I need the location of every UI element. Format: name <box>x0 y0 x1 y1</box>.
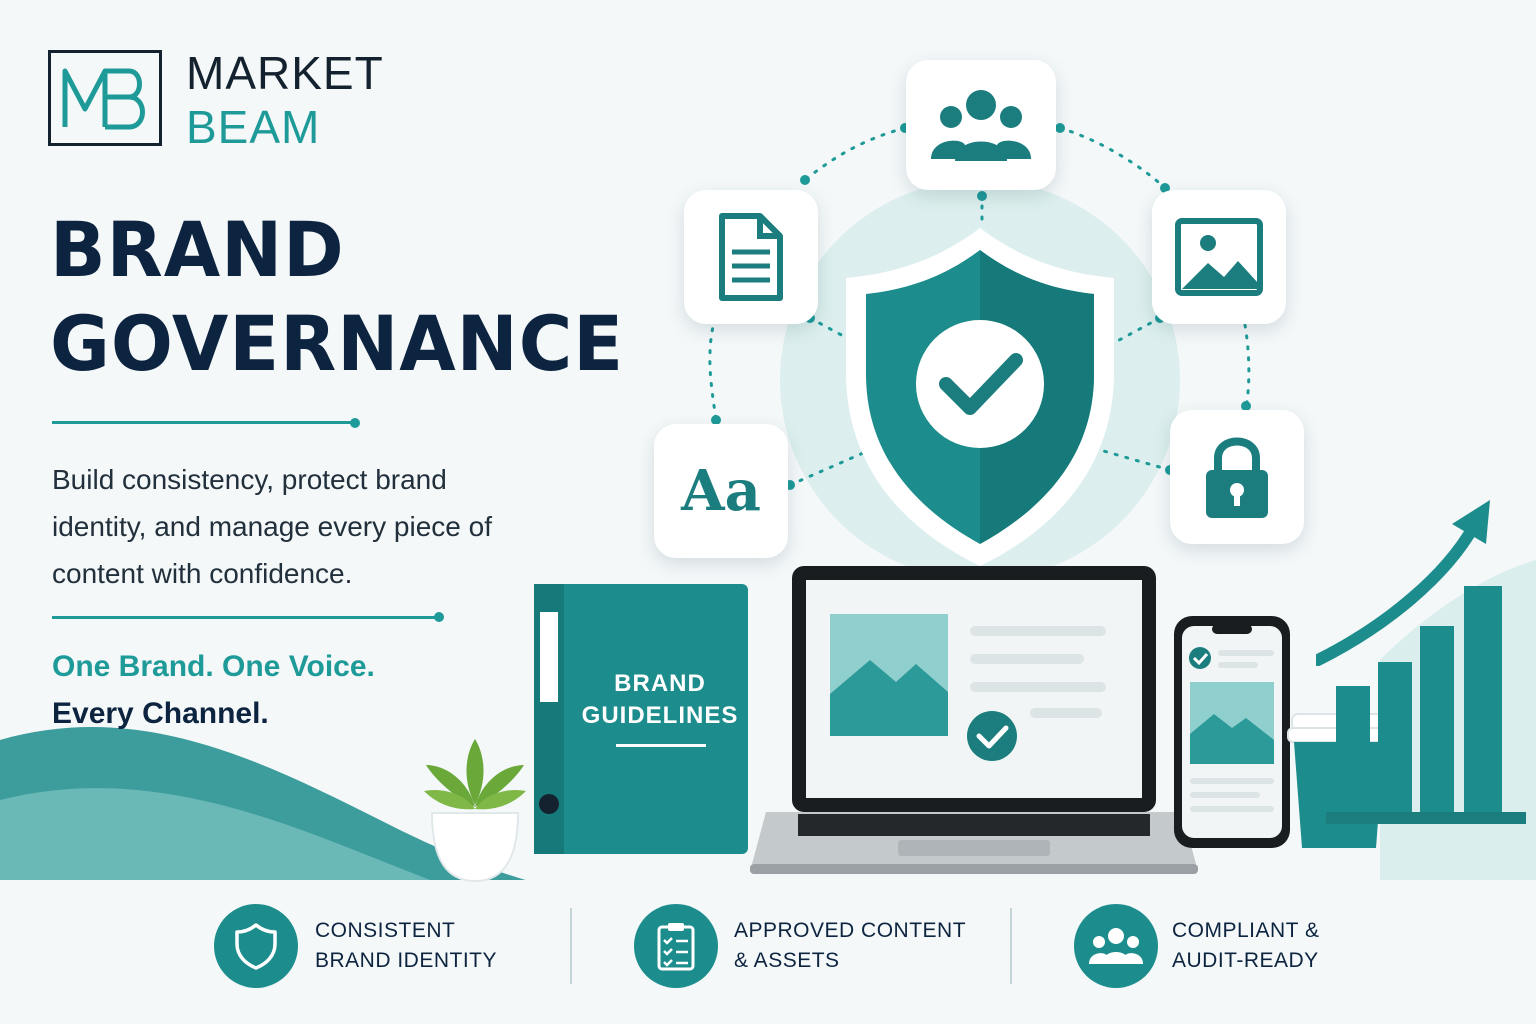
feature-1-line2: BRAND IDENTITY <box>315 949 498 972</box>
feature-text-2: APPROVED CONTENT & ASSETS <box>734 916 966 976</box>
shield-check-icon <box>846 228 1114 566</box>
binder-label-line1: BRAND <box>614 670 706 697</box>
headline-line1: BRAND <box>50 205 345 294</box>
shield-icon <box>235 923 277 970</box>
feature-2-line2: & ASSETS <box>734 949 840 972</box>
card-users <box>906 60 1056 190</box>
binder-icon <box>534 584 748 854</box>
binder-label-line2: GUIDELINES <box>581 702 739 729</box>
logo-mb-icon <box>62 68 145 130</box>
card-lock <box>1170 410 1304 544</box>
divider-bottom-dot <box>434 612 444 622</box>
feature-icon-3 <box>1074 904 1158 988</box>
feature-3-line2: AUDIT-READY <box>1172 949 1319 972</box>
phone-icon <box>1174 616 1290 848</box>
laptop-icon <box>750 566 1198 874</box>
headline-line2: GOVERNANCE <box>50 299 625 388</box>
image-icon <box>1175 218 1263 296</box>
feature-text-3: COMPLIANT & AUDIT-READY <box>1172 916 1319 976</box>
lock-icon <box>1206 437 1268 518</box>
team-icon <box>1089 928 1143 964</box>
feature-text-1: CONSISTENT BRAND IDENTITY <box>315 916 497 976</box>
feature-icon-2 <box>634 904 718 988</box>
feature-divider-2 <box>1010 908 1012 984</box>
card-typography: Aa <box>654 424 788 558</box>
description: Build consistency, protect brand identit… <box>52 464 492 589</box>
feature-3-line1: COMPLIANT & <box>1172 919 1320 942</box>
divider-top-dot <box>350 418 360 428</box>
binder-label: BRAND GUIDELINES <box>570 668 750 732</box>
users-icon <box>931 90 1031 161</box>
brand-name-line1: MARKET <box>186 47 384 99</box>
document-icon <box>719 213 783 301</box>
feature-1-line1: CONSISTENT <box>315 919 456 942</box>
card-image <box>1152 190 1286 324</box>
divider-top <box>52 421 352 424</box>
tagline-line2: Every Channel. <box>52 697 269 730</box>
clipboard-check-icon <box>657 923 695 971</box>
brand-name-line2: BEAM <box>186 101 321 153</box>
tagline-line1: One Brand. One Voice. <box>52 650 375 683</box>
typography-icon: Aa <box>681 458 761 524</box>
feature-icon-1 <box>214 904 298 988</box>
card-document <box>684 190 818 324</box>
feature-divider-1 <box>570 908 572 984</box>
feature-2-line1: APPROVED CONTENT <box>734 919 967 942</box>
divider-bottom <box>52 616 437 619</box>
growth-chart-icon <box>1316 500 1526 824</box>
plant-icon <box>424 739 526 883</box>
logo-mark <box>48 50 162 146</box>
